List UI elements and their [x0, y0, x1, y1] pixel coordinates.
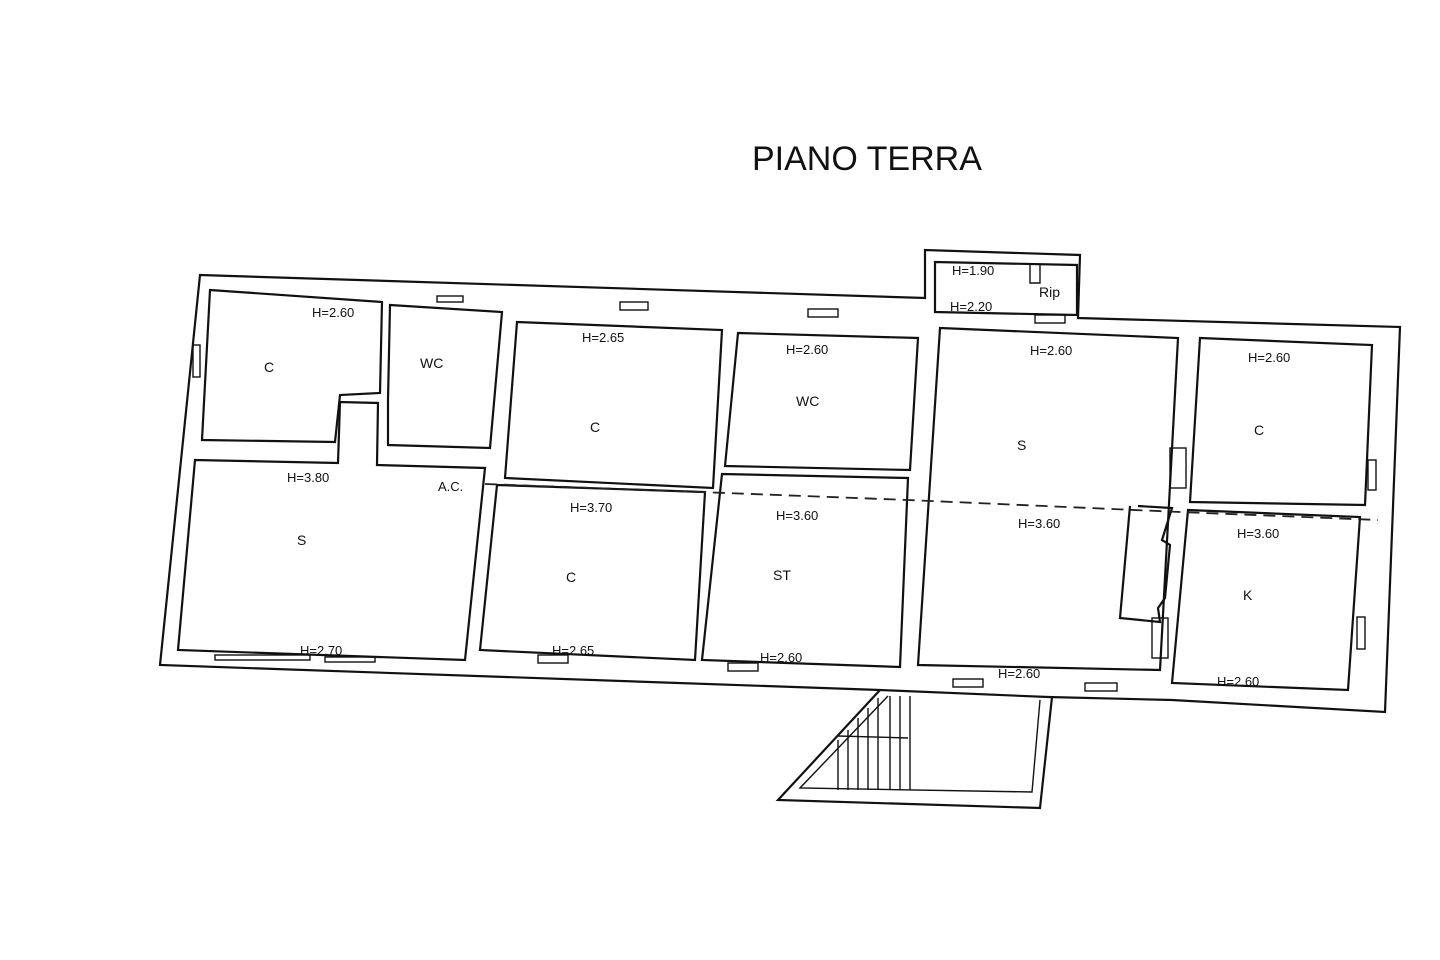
room-label: S [1017, 437, 1026, 453]
height-label: H=3.60 [1018, 516, 1060, 531]
room-k [1170, 508, 1362, 692]
height-label: H=2.65 [552, 643, 594, 658]
stair-treads [837, 696, 911, 790]
room-label: K [1243, 587, 1253, 603]
height-label: H=2.60 [1030, 343, 1072, 358]
room-label: S [297, 532, 306, 548]
height-label: H=2.60 [760, 650, 802, 665]
height-label: H=2.60 [998, 666, 1040, 681]
room-wc-1 [386, 303, 504, 450]
room-rip [933, 260, 1079, 317]
height-label: H=2.20 [950, 299, 992, 314]
room-label: C [590, 419, 600, 435]
height-label: H=1.90 [952, 263, 994, 278]
room-c-4 [1188, 336, 1374, 507]
height-label: H=3.80 [287, 470, 329, 485]
height-label: H=2.70 [300, 643, 342, 658]
room-label: C [264, 359, 274, 375]
room-c-1 [200, 288, 384, 444]
stair-wall [775, 689, 1054, 810]
height-label: H=2.60 [312, 305, 354, 320]
room-label: C [1254, 422, 1264, 438]
room-wc-2 [723, 331, 920, 472]
height-label: H=2.60 [1217, 674, 1259, 689]
height-label: H=2.65 [582, 330, 624, 345]
plan-title: PIANO TERRA [752, 140, 982, 178]
room-st [700, 472, 910, 669]
room-label: WC [796, 393, 819, 409]
height-label: H=3.70 [570, 500, 612, 515]
stair-inner [798, 695, 1041, 793]
section-line [484, 483, 1379, 521]
outer-wall [158, 248, 1402, 714]
rip-partition [1029, 265, 1041, 284]
fireplace [1118, 504, 1174, 624]
room-label: Rip [1039, 284, 1060, 300]
ac-annotation: A.C. [438, 479, 463, 494]
room-s-2 [916, 326, 1180, 672]
room-c-2 [503, 320, 724, 490]
height-label: H=2.60 [786, 342, 828, 357]
height-label: H=3.60 [1237, 526, 1279, 541]
height-label: H=3.60 [776, 508, 818, 523]
room-label: WC [420, 355, 443, 371]
height-label: H=2.60 [1248, 350, 1290, 365]
room-s-1 [176, 400, 487, 662]
room-label: ST [773, 567, 791, 583]
room-c-3 [478, 483, 707, 662]
room-label: C [566, 569, 576, 585]
windows [192, 295, 1377, 692]
